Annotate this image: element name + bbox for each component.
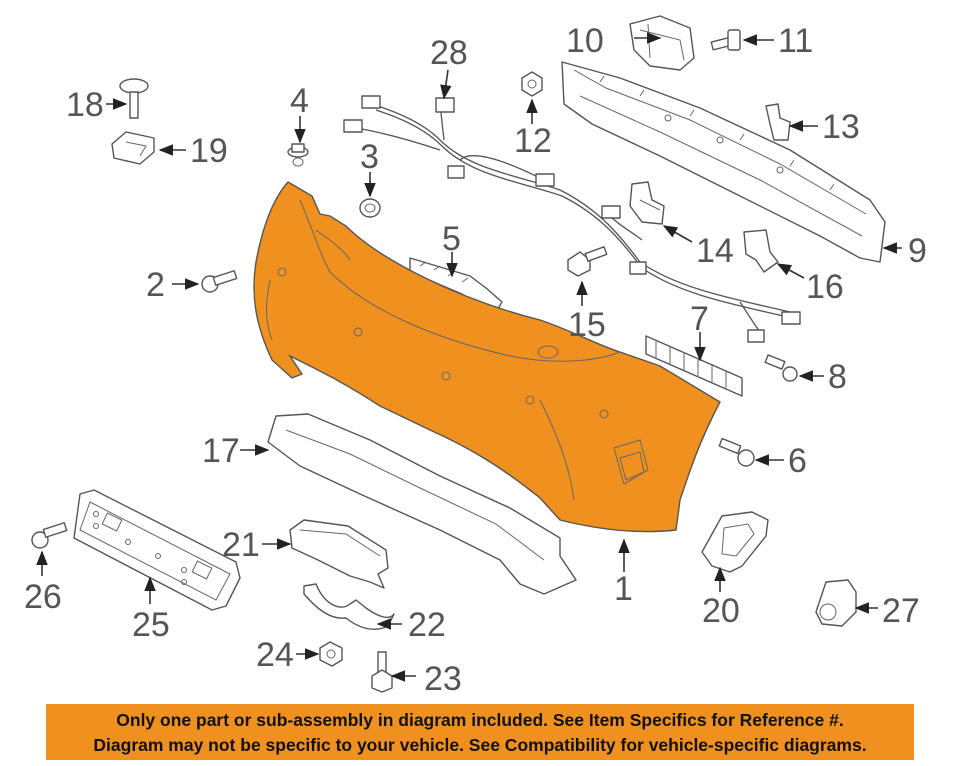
screw-part-11 [710, 29, 741, 51]
callout-5: 5 [442, 220, 461, 258]
license-plate-bracket-part-25 [73, 489, 241, 611]
callout-25: 25 [132, 606, 170, 644]
sensor-part-27 [815, 579, 857, 627]
callout-11: 11 [778, 22, 813, 60]
callout-15: 15 [568, 306, 606, 344]
callout-6: 6 [788, 442, 807, 480]
bolt-part-23 [371, 651, 393, 693]
nut-part-24 [319, 641, 343, 667]
bracket-part-10 [629, 15, 695, 71]
screw-part-18 [119, 78, 149, 119]
screw-part-26 [31, 522, 68, 549]
callout-8: 8 [828, 358, 847, 396]
bracket-part-21 [289, 519, 389, 589]
screw-part-6 [718, 437, 755, 467]
notice-line-1: Only one part or sub-assembly in diagram… [116, 710, 844, 730]
bracket-part-14 [629, 181, 665, 225]
callout-18: 18 [66, 86, 104, 124]
clip-part-22 [303, 583, 395, 630]
bezel-part-20 [701, 511, 769, 573]
callout-3: 3 [360, 138, 379, 176]
callout-22: 22 [408, 606, 446, 644]
bumper-cover-part-1 [253, 181, 721, 533]
callout-27: 27 [882, 592, 920, 630]
callout-10: 10 [566, 22, 604, 60]
bolt-part-15 [567, 246, 608, 277]
bracket-part-16 [743, 229, 779, 273]
callout-13: 13 [822, 108, 860, 146]
callout-7: 7 [690, 300, 709, 338]
callout-20: 20 [702, 592, 740, 630]
absorber-part-7 [645, 335, 743, 397]
notice-banner: Only one part or sub-assembly in diagram… [46, 704, 914, 760]
callout-26: 26 [24, 578, 62, 616]
callout-17: 17 [202, 432, 240, 470]
clip-part-13 [765, 103, 791, 141]
clip-part-4 [287, 143, 309, 167]
clip-nut-part-19 [111, 131, 155, 165]
callout-14: 14 [696, 232, 734, 270]
grommet-part-3 [359, 198, 381, 218]
screw-part-2 [201, 270, 238, 293]
lower-valance-part-17 [267, 413, 577, 595]
notice-line-2: Diagram may not be specific to your vehi… [93, 735, 867, 755]
callout-12: 12 [514, 122, 552, 160]
callout-16: 16 [806, 268, 844, 306]
callout-24: 24 [256, 636, 294, 674]
leader-lines [36, 32, 902, 682]
callout-2: 2 [146, 266, 165, 304]
screw-part-8 [764, 354, 798, 382]
callout-19: 19 [190, 132, 228, 170]
callout-4: 4 [290, 82, 309, 120]
nut-part-12 [521, 71, 543, 97]
parts-diagram: 1 2 3 4 5 6 7 8 9 10 11 12 13 14 15 16 1… [24, 15, 927, 698]
callout-9: 9 [908, 232, 927, 270]
callout-21: 21 [222, 526, 260, 564]
callout-1: 1 [614, 570, 633, 608]
callout-28: 28 [430, 34, 468, 72]
reinforcement-bar-part-9 [561, 61, 886, 263]
callout-labels: 1 2 3 4 5 6 7 8 9 10 11 12 13 14 15 16 1… [24, 22, 927, 698]
wiring-harness-part-28 [343, 95, 801, 343]
callout-23: 23 [424, 660, 462, 698]
